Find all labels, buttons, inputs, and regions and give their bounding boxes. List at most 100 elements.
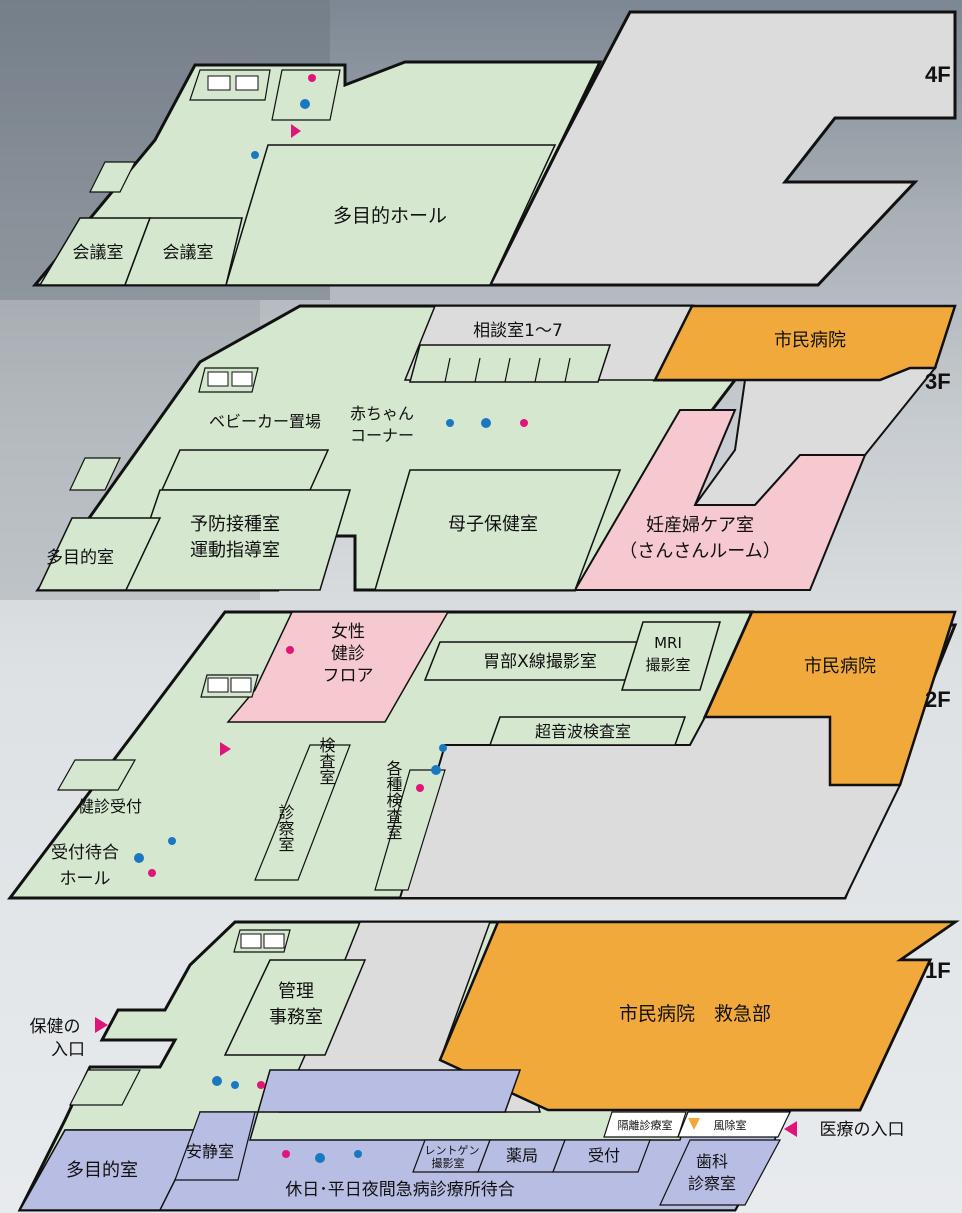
- label-xray: 胃部X線撮影室: [483, 652, 597, 672]
- label-waiting-hall-2: ホール: [60, 869, 111, 889]
- stairs-icon: [89, 161, 136, 193]
- floor-1f: 市民病院 救急部 管理 事務室 多目的室 安静室 レントゲン 撮影室 薬局 受付…: [17, 920, 960, 1212]
- room-stroller-area[interactable]: [160, 449, 330, 491]
- floor-4f-other: [487, 10, 957, 287]
- label-checkup-reception: 健診受付: [78, 797, 142, 816]
- stairs-icon: [69, 1069, 141, 1106]
- room-emergency-department[interactable]: [438, 920, 960, 1112]
- room-maternal-health[interactable]: [374, 469, 622, 591]
- male-restroom-icon: [439, 744, 447, 752]
- label-conference-2: 会議室: [163, 243, 214, 263]
- female-restroom-icon: [308, 74, 316, 82]
- label-consult: 相談室1～7: [473, 321, 563, 341]
- label-health-entrance-1: 保健の: [30, 1017, 81, 1037]
- room-hospital-2f[interactable]: [703, 610, 957, 787]
- room-multipurpose-1f[interactable]: [18, 1129, 202, 1211]
- female-restroom-icon: [520, 419, 528, 427]
- elevator-icon: [231, 371, 253, 387]
- female-restroom-icon: [282, 1150, 290, 1158]
- room-reception-1f[interactable]: [552, 1139, 651, 1173]
- label-medical-entrance: 医療の入口: [820, 1120, 905, 1140]
- label-stroller: ベビーカー置場: [209, 412, 321, 431]
- label-various-exams: 各種検査室: [384, 760, 403, 840]
- elevator-icon: [207, 677, 229, 693]
- room-admin-office[interactable]: [223, 959, 367, 1056]
- female-restroom-icon: [416, 784, 424, 792]
- accessible-restroom-icon: [134, 853, 144, 863]
- floor-4f: 多目的ホール 会議室 会議室 4F: [31, 10, 957, 287]
- label-pharmacy: 薬局: [506, 1146, 538, 1165]
- stairs-icon: [56, 759, 137, 791]
- room-multipurpose-3f[interactable]: [36, 517, 162, 591]
- room-multipurpose-hall[interactable]: [224, 144, 557, 286]
- floor-2f: 市民病院 女性 健診 フロア 胃部X線撮影室 MRI 撮影室 超音波検査室 検査…: [6, 610, 958, 900]
- elevator-icon: [240, 933, 262, 949]
- room-prenatal-care[interactable]: [573, 409, 867, 591]
- consult-divider: [444, 357, 451, 383]
- elevator-icon: [207, 371, 229, 387]
- label-consultation: 診察室: [276, 804, 295, 852]
- entrance-arrow-icon[interactable]: [784, 1121, 797, 1137]
- label-maternal-health: 母子保健室: [448, 514, 538, 535]
- elevator-icon: [207, 75, 231, 91]
- male-restroom-icon: [251, 151, 259, 159]
- label-vaccination-2: 運動指導室: [190, 540, 280, 561]
- label-waiting-area: 休日･平日夜間急病診療所待合: [285, 1180, 515, 1200]
- label-admin-2: 事務室: [269, 1007, 323, 1028]
- room-consult-1-7[interactable]: [409, 344, 612, 383]
- label-prenatal-care-1: 妊産婦ケア室: [646, 515, 754, 536]
- stairs-icon: [69, 457, 121, 491]
- label-prenatal-care-2: （さんさんルーム）: [619, 541, 780, 562]
- room-windbreak[interactable]: [677, 1111, 791, 1138]
- room-hospital-3f[interactable]: [652, 304, 957, 382]
- label-multipurpose-3f: 多目的室: [46, 548, 114, 568]
- accessible-restroom-icon: [481, 418, 491, 428]
- female-restroom-icon: [257, 1081, 265, 1089]
- entrance-arrow-icon: [291, 124, 301, 138]
- label-multipurpose-hall: 多目的ホール: [333, 205, 447, 227]
- label-waiting-hall-1: 受付待合: [51, 843, 119, 863]
- room-womens-checkup[interactable]: [226, 611, 450, 723]
- label-vaccination-1: 予防接種室: [190, 514, 280, 535]
- label-exam: 検査室: [317, 737, 336, 785]
- room-mri[interactable]: [620, 621, 722, 691]
- consult-divider: [474, 357, 481, 383]
- floor-label-3f: 3F: [925, 369, 951, 394]
- label-xray-1f-2: 撮影室: [432, 1156, 465, 1170]
- label-admin-1: 管理: [278, 981, 314, 1002]
- male-restroom-icon: [354, 1150, 362, 1158]
- label-reception-1f: 受付: [588, 1146, 620, 1165]
- label-xray-1f-1: レントゲン: [425, 1144, 480, 1157]
- accessible-restroom-icon: [431, 765, 441, 775]
- label-mri-2: 撮影室: [645, 656, 690, 674]
- room-ultrasound[interactable]: [488, 716, 687, 746]
- room-conference-2[interactable]: [123, 217, 243, 286]
- label-womens-2: 健診: [331, 644, 365, 664]
- restroom-4f: [271, 69, 341, 121]
- label-emergency-department: 市民病院 救急部: [619, 1003, 771, 1025]
- accessible-restroom-icon: [212, 1076, 222, 1086]
- label-health-entrance-2: 入口: [51, 1040, 85, 1060]
- room-exam[interactable]: [254, 744, 351, 881]
- label-rest: 安静室: [186, 1142, 234, 1161]
- floor-3f: 市民病院 妊産婦ケア室 （さんさんルーム） 相談室1～7 ベビーカー置場 赤ちゃ…: [35, 304, 957, 592]
- room-rest[interactable]: [174, 1111, 256, 1181]
- male-restroom-icon: [446, 419, 454, 427]
- accessible-restroom-icon: [315, 1153, 325, 1163]
- floor-label-4f: 4F: [925, 62, 951, 87]
- label-mri-1: MRI: [654, 634, 682, 652]
- elevator-icon: [263, 933, 285, 949]
- female-restroom-icon: [148, 869, 156, 877]
- entrance-arrow-icon: [220, 742, 231, 756]
- entrance-arrow-icon[interactable]: [95, 1017, 108, 1033]
- label-isolation: 隔離診療室: [618, 1118, 673, 1132]
- label-baby-corner-2: コーナー: [350, 426, 414, 445]
- consult-divider: [504, 357, 511, 383]
- label-hospital-2f: 市民病院: [804, 656, 876, 677]
- female-restroom-icon: [286, 646, 294, 654]
- label-dental-1: 歯科: [696, 1152, 728, 1171]
- floor-label-1f: 1F: [925, 958, 951, 983]
- room-dental[interactable]: [659, 1139, 782, 1206]
- label-baby-corner-1: 赤ちゃん: [350, 404, 414, 423]
- label-womens-3: フロア: [323, 666, 374, 686]
